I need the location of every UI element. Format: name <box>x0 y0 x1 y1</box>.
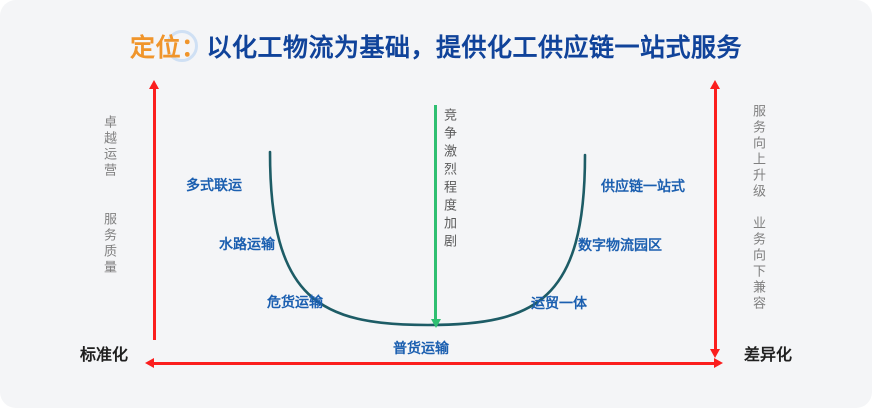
arrow-up-head-icon <box>149 80 159 89</box>
arrow-down-head-icon <box>430 319 441 328</box>
right-axis-note-1: 业务向下兼容 <box>751 216 766 312</box>
right-vertical-axis-arrow <box>710 80 720 358</box>
left-vertical-axis-arrow <box>149 80 159 340</box>
axis-left-end-label: 标准化 <box>80 347 129 364</box>
bottom-horizontal-axis-arrow <box>145 358 723 368</box>
arrow-up-head-icon <box>710 80 720 89</box>
title-colon: ： <box>180 34 207 62</box>
left-node-label-2: 危货运输 <box>267 294 323 310</box>
title-text: 定位：以化工物流为基础，提供化工供应链一站式服务 <box>130 28 742 64</box>
left-node-label-0: 多式联运 <box>186 177 242 193</box>
title-keyword: 定位 <box>129 34 181 62</box>
title-body: 以化工物流为基础，提供化工供应链一站式服务 <box>206 34 743 62</box>
title-circle-decoration-icon <box>166 30 198 62</box>
right-node-label-1: 数字物流园区 <box>578 237 662 253</box>
left-axis-note-0: 卓越运营 <box>102 115 117 179</box>
arrow-down-head-icon <box>710 349 720 358</box>
center-competition-note: 竞争激烈程度加剧 <box>442 108 457 252</box>
axis-right-end-label: 差异化 <box>744 347 793 364</box>
arrow-left-head-icon <box>145 358 154 368</box>
right-axis-note-0: 服务向上升级 <box>751 104 766 200</box>
left-node-label-1: 水路运输 <box>219 236 275 252</box>
left-axis-note-1: 服务质量 <box>102 212 117 276</box>
arrow-right-head-icon <box>714 358 723 368</box>
center-competition-arrow <box>430 105 441 328</box>
curve-bottom-label: 普货运输 <box>393 340 449 356</box>
right-node-label-0: 供应链一站式 <box>601 178 685 194</box>
right-node-label-2: 运贸一体 <box>531 295 587 311</box>
page-title: 定位：以化工物流为基础，提供化工供应链一站式服务 <box>0 28 872 64</box>
